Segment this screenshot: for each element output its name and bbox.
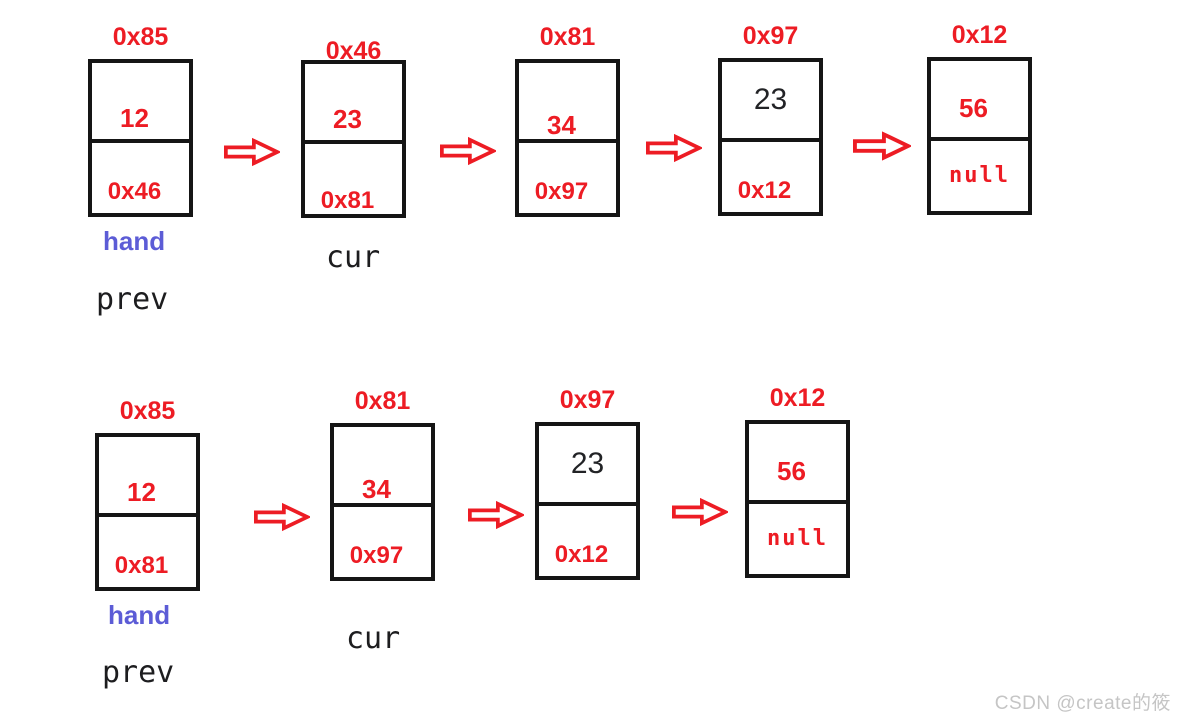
- node-next-pointer: 0x46: [107, 178, 162, 205]
- node-next-pointer: 0x97: [534, 178, 589, 205]
- node-next-cell: 0x97: [519, 143, 616, 213]
- node-value: 56: [777, 456, 806, 486]
- list-node: 0x12 56 null: [745, 384, 850, 578]
- pointer-label-cur: cur: [346, 621, 401, 656]
- pointer-label-cur: cur: [326, 240, 381, 275]
- node-value-cell: 23: [722, 62, 819, 142]
- node-address: 0x46: [325, 37, 382, 65]
- list-node: 0x97 23 0x12: [718, 22, 823, 216]
- node-address: 0x81: [354, 387, 411, 415]
- arrow-right-icon: [254, 502, 310, 532]
- node-value-cell: 34: [334, 427, 431, 507]
- node-next-cell: 0x97: [334, 507, 431, 577]
- node-next-pointer: 0x12: [554, 541, 609, 568]
- node-next-pointer: null: [949, 163, 1010, 188]
- pointer-label-prev: prev: [96, 282, 169, 317]
- node-box: 56 null: [745, 420, 850, 578]
- node-address: 0x12: [769, 384, 826, 412]
- node-box: 23 0x12: [535, 422, 640, 580]
- node-next-pointer: 0x81: [320, 187, 375, 214]
- node-box: 12 0x46: [88, 59, 193, 217]
- node-next-cell: 0x81: [305, 144, 402, 214]
- arrow-right-icon: [646, 133, 702, 163]
- node-address: 0x85: [119, 397, 176, 425]
- node-value-cell: 12: [92, 63, 189, 143]
- node-box: 23 0x81: [301, 60, 406, 218]
- node-value-cell: 12: [99, 437, 196, 517]
- node-next-pointer: 0x81: [114, 552, 169, 579]
- node-address: 0x97: [559, 386, 616, 414]
- watermark: CSDN @create的筱: [994, 693, 1171, 714]
- node-box: 34 0x97: [515, 59, 620, 217]
- node-address: 0x12: [951, 21, 1008, 49]
- node-next-cell: null: [931, 141, 1028, 211]
- node-value-cell: 56: [931, 61, 1028, 141]
- arrow-right-icon: [672, 497, 728, 527]
- list-node: 0x81 34 0x97: [515, 23, 620, 217]
- node-address: 0x81: [539, 23, 596, 51]
- node-value-cell: 23: [305, 64, 402, 144]
- node-next-cell: 0x12: [722, 142, 819, 212]
- node-box: 56 null: [927, 57, 1032, 215]
- pointer-label-hand: hand: [103, 226, 166, 256]
- list-node: 0x46 23 0x81: [301, 37, 406, 218]
- node-value: 12: [120, 103, 149, 133]
- node-address: 0x85: [112, 23, 169, 51]
- node-next-pointer: null: [767, 526, 828, 551]
- node-value-cell: 23: [539, 426, 636, 506]
- list-node: 0x12 56 null: [927, 21, 1032, 215]
- node-next-pointer: 0x12: [737, 177, 792, 204]
- node-address: 0x97: [742, 22, 799, 50]
- node-next-cell: 0x81: [99, 517, 196, 587]
- node-value: 23: [333, 104, 362, 134]
- node-value: 34: [547, 110, 576, 140]
- pointer-label-hand: hand: [108, 600, 171, 630]
- arrow-right-icon: [468, 500, 524, 530]
- node-next-cell: 0x46: [92, 143, 189, 213]
- node-box: 12 0x81: [95, 433, 200, 591]
- node-value-cell: 56: [749, 424, 846, 504]
- node-next-cell: null: [749, 504, 846, 574]
- node-value: 56: [959, 93, 988, 123]
- node-value-cell: 34: [519, 63, 616, 143]
- list-node: 0x81 34 0x97: [330, 387, 435, 581]
- node-value: 12: [127, 477, 156, 507]
- node-next-pointer: 0x97: [349, 542, 404, 569]
- list-node: 0x85 12 0x81: [95, 397, 200, 591]
- arrow-right-icon: [853, 131, 911, 161]
- list-node: 0x85 12 0x46: [88, 23, 193, 217]
- node-value: 23: [753, 83, 788, 116]
- arrow-right-icon: [224, 137, 280, 167]
- node-next-cell: 0x12: [539, 506, 636, 576]
- list-node: 0x97 23 0x12: [535, 386, 640, 580]
- node-box: 34 0x97: [330, 423, 435, 581]
- pointer-label-prev: prev: [102, 655, 175, 690]
- node-value: 23: [570, 447, 605, 480]
- node-value: 34: [362, 474, 391, 504]
- arrow-right-icon: [440, 136, 496, 166]
- node-box: 23 0x12: [718, 58, 823, 216]
